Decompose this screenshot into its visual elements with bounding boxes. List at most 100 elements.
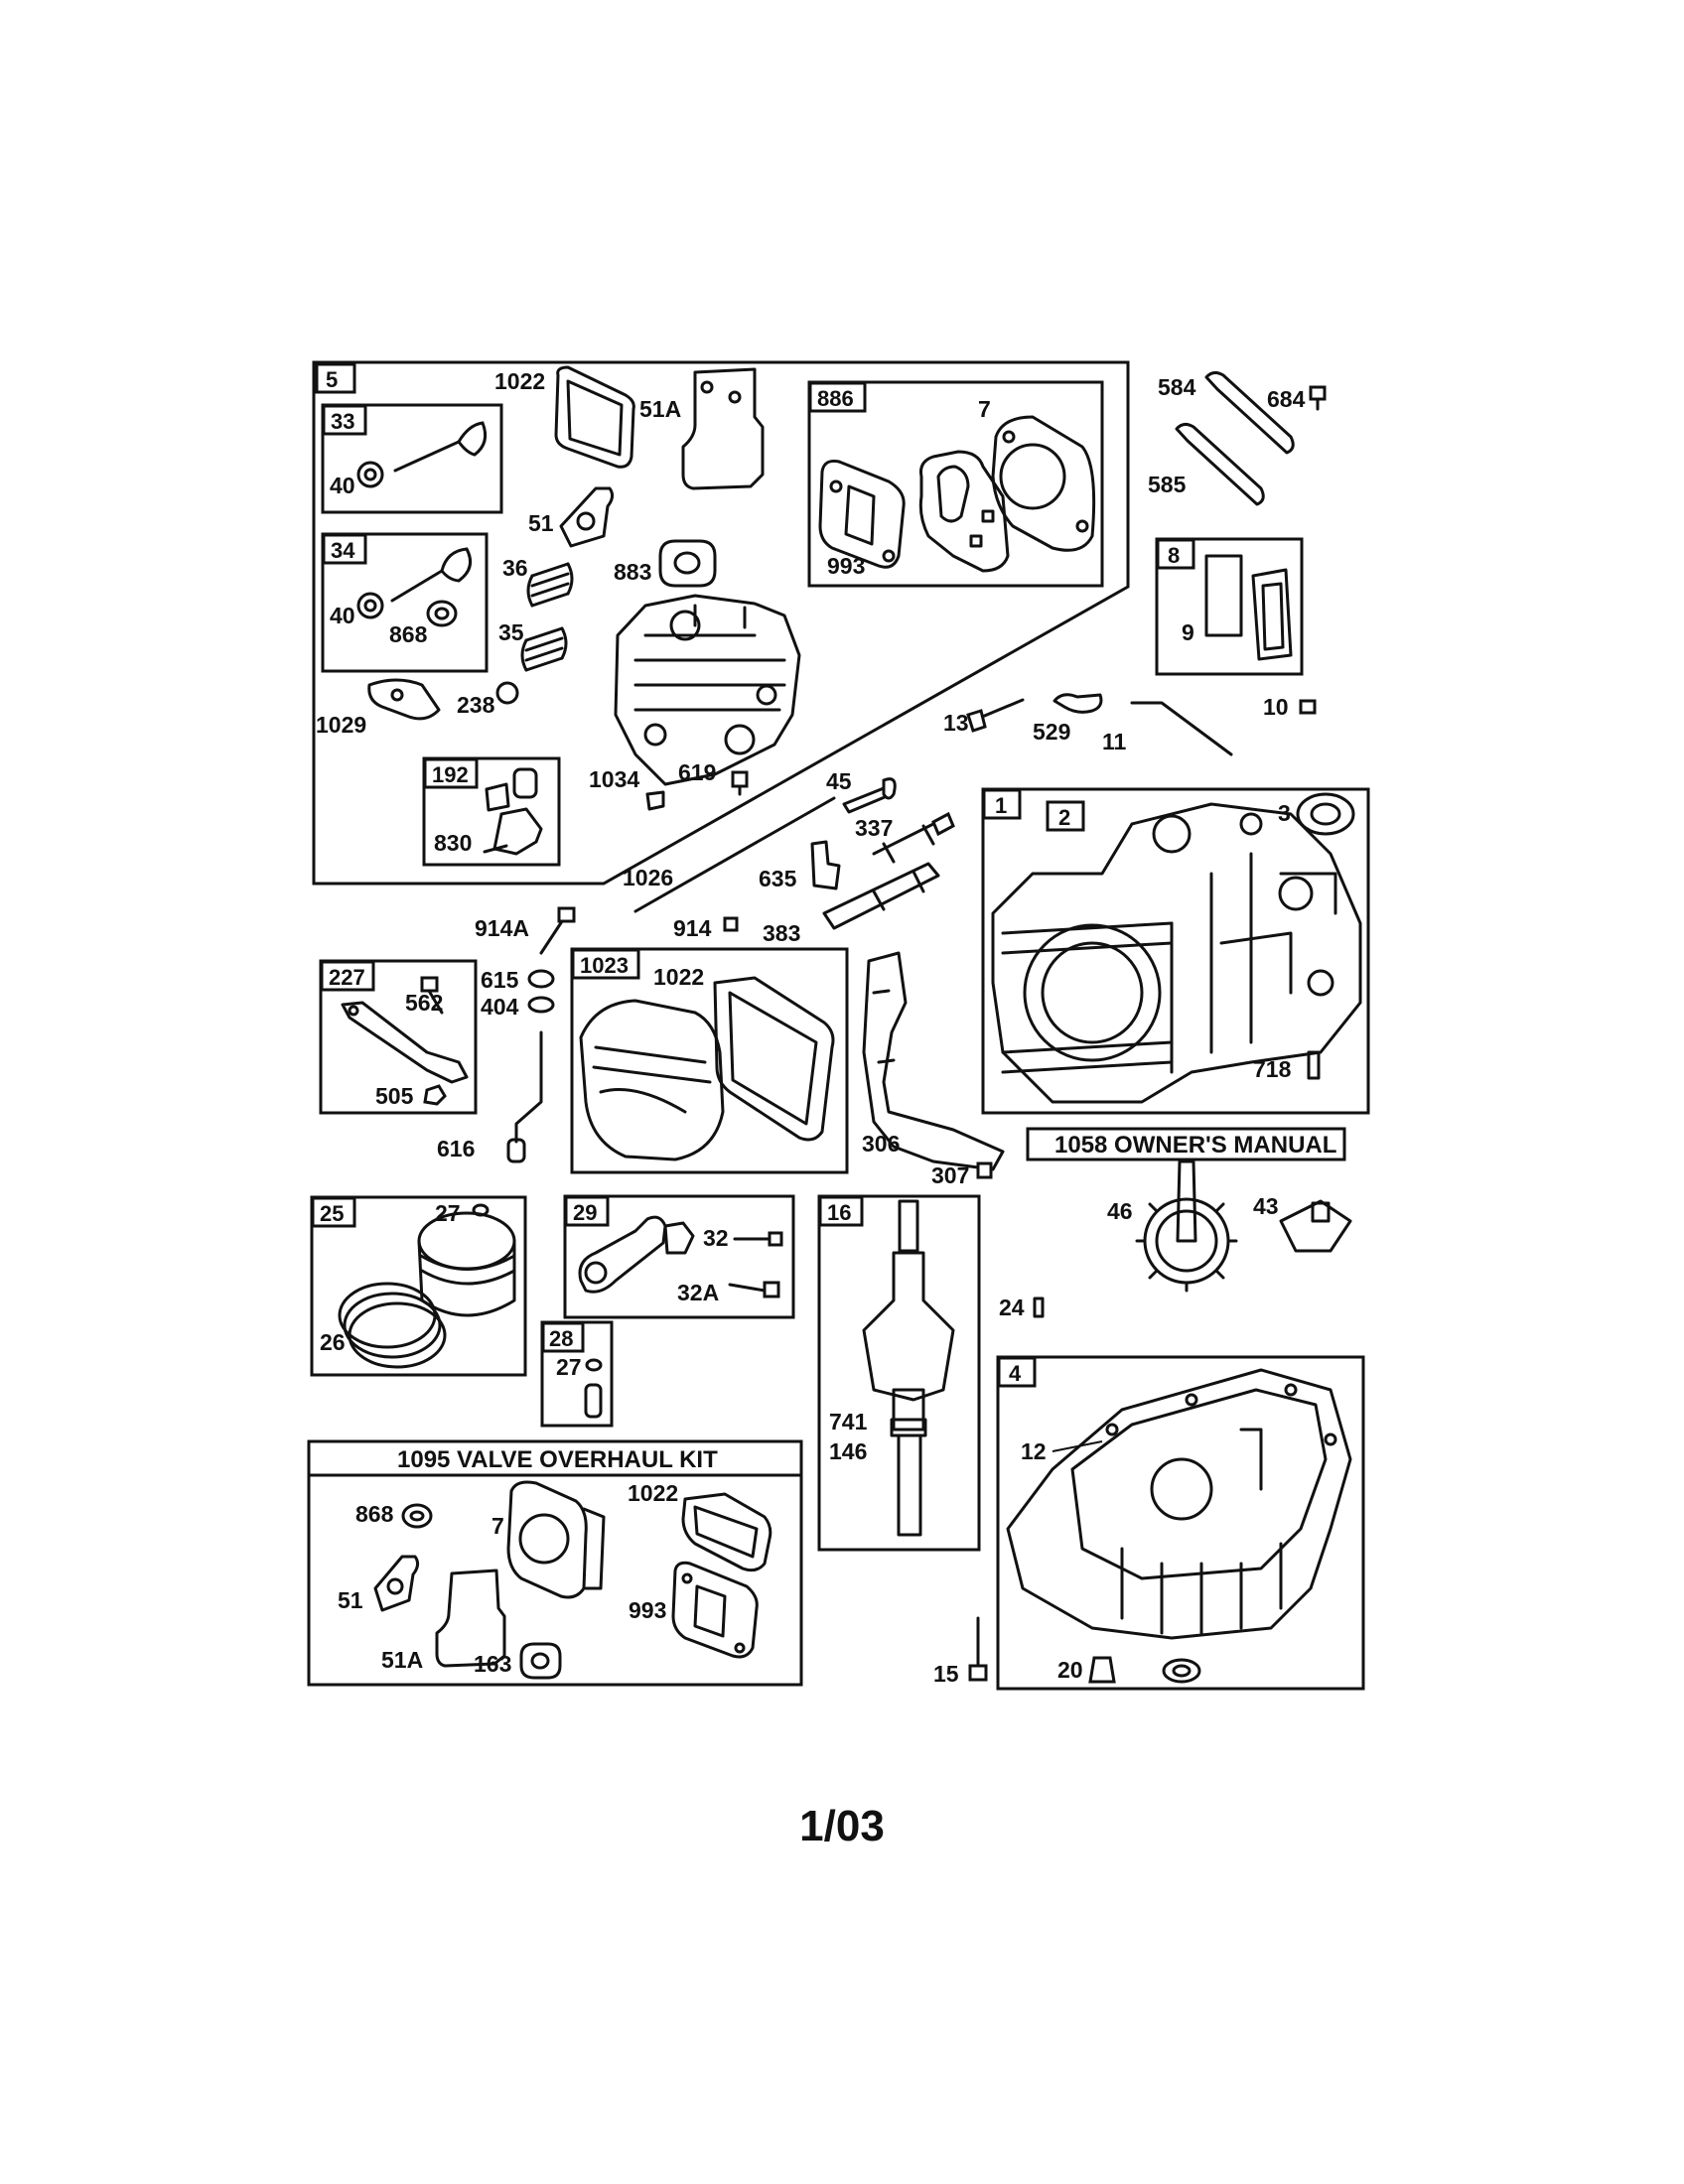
callout-35: 35 [498,619,524,645]
group-29-outline [563,1194,795,1319]
callout-383: 383 [763,920,800,946]
callout-7-a: 7 [978,396,991,422]
gasket-584-icon [1204,370,1295,455]
clip-27-b-icon [585,1358,603,1372]
valve-retainer-40b-icon [356,592,384,619]
group-34-outline [321,532,489,673]
cylinder-head-icon [614,594,801,786]
callout-993-b: 993 [629,1597,666,1623]
callout-883: 883 [614,559,651,585]
callout-9: 9 [1182,619,1194,645]
callout-741: 741 [829,1409,868,1434]
group-33-outline [321,403,503,514]
callout-584: 584 [1158,374,1196,400]
valve-spring-36-icon [526,562,574,608]
group-1-tag [982,788,1022,820]
callout-13: 13 [943,710,969,736]
rocker-arm-1029-icon [367,678,441,721]
callout-238: 238 [457,692,495,718]
callout-1026: 1026 [623,865,673,890]
screw-307-icon [976,1161,993,1179]
valve-kit-outline [307,1439,803,1687]
group-8-outline [1155,537,1304,676]
callout-830: 830 [434,830,472,856]
callout-45: 45 [826,768,852,794]
exhaust-valve-icon [390,547,473,603]
breather-parts-icon [483,767,543,856]
tube-11-icon [1130,701,1233,756]
bolt-22-icon [968,1616,988,1682]
gasket-585-icon [1175,422,1265,506]
bolt-32a-icon [728,1281,780,1298]
callout-529: 529 [1033,719,1070,745]
oil-seal-3-icon [1296,792,1355,836]
spark-plug-337-icon [872,811,955,864]
owners-manual-label: 1058 OWNER'S MANUAL [1054,1132,1336,1159]
bolt-914a-icon [539,906,576,955]
group-886-label: 886 [817,386,854,411]
group-192-outline [422,756,561,867]
group-1-label: 1 [995,793,1007,818]
connecting-rod-icon [578,1215,695,1294]
callout-505: 505 [375,1083,414,1109]
governor-arm-icon [341,1001,469,1084]
callout-868-a: 868 [389,621,428,647]
callout-337: 337 [855,815,893,841]
intake-valve-icon [393,421,488,473]
callout-51-a: 51 [528,510,554,536]
plug-238-icon [495,681,519,705]
group-16-outline [817,1194,981,1552]
page-code: 1/03 [799,1802,885,1850]
callout-307: 307 [931,1162,969,1188]
piston-rings-26-icon [338,1282,447,1369]
bolt-562-icon [420,976,444,1015]
valve-retainer-40-icon [356,461,384,488]
gasket-883-icon [658,539,717,588]
gasket-51-icon [559,486,615,548]
clip-529-icon [1052,693,1103,714]
owners-manual-banner [1026,1127,1346,1161]
group-25-outline [310,1195,527,1377]
bolt-32-icon [733,1231,783,1247]
callout-1022-b: 1022 [653,964,704,990]
callout-7-b: 7 [491,1513,504,1539]
callout-914: 914 [673,915,712,941]
head-gasket-7b-icon [506,1480,606,1599]
gasket-set-886-icon [918,450,1010,573]
group-25-tag [311,1196,356,1228]
nut-505-icon [423,1084,447,1106]
engine-sump-icon [1006,1368,1352,1640]
valve-seal-868b-icon [401,1503,433,1529]
pin-718-icon [1307,1050,1321,1080]
screw-914-icon [723,916,739,932]
callout-40-b: 40 [330,603,355,628]
callout-10: 10 [1263,694,1289,720]
callout-615: 615 [481,967,519,993]
intake-gasket-51a-icon [681,367,765,490]
group-227-outline [319,959,478,1115]
callout-15: 20 [1057,1657,1083,1683]
callout-26: 26 [320,1329,346,1355]
fitting-635-icon [810,840,841,890]
callout-51a-a: 51A [639,396,681,422]
group-34-tag [322,533,367,565]
callout-619: 619 [678,759,716,785]
group-192-label: 192 [432,762,469,787]
gasket-51b-icon [373,1555,420,1612]
group-4-tag [997,1356,1037,1388]
group-33-label: 33 [331,409,354,434]
group-1023-label: 1023 [580,953,629,978]
rocker-cover-icon [579,999,725,1161]
group-29-label: 29 [573,1200,597,1225]
group-16-tag [818,1195,864,1227]
seal-20-icon [1162,1658,1201,1684]
group-4-outline [996,1355,1365,1691]
gasket-163-icon [519,1642,562,1680]
valve-seal-868-icon [426,600,458,627]
cam-gear-46-icon [1135,1160,1238,1293]
bolt-13-icon [966,698,1025,733]
valve-kit-label: 1095 VALVE OVERHAUL KIT [397,1446,718,1473]
crankshaft-icon [862,1199,955,1537]
callout-24: 24 [999,1295,1025,1320]
